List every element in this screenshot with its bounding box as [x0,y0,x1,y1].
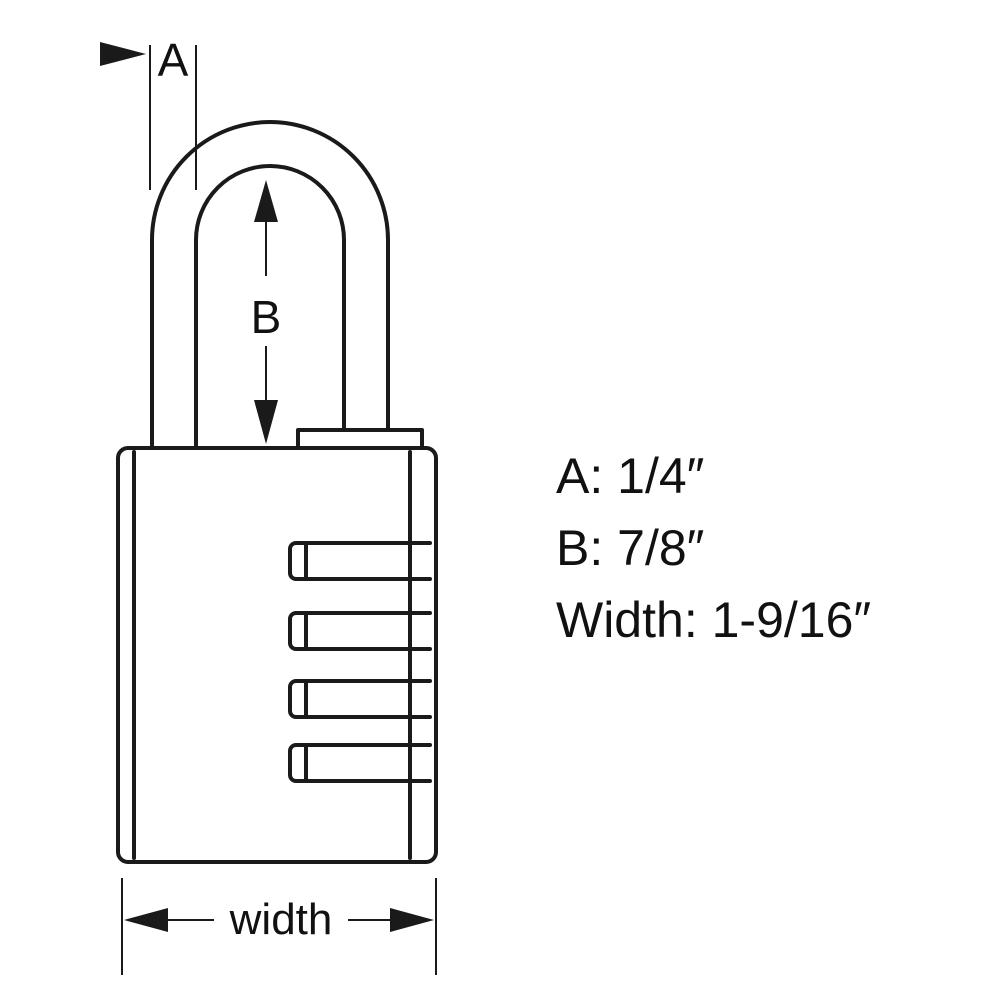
spec-a-value: 1/4″ [617,448,705,504]
label-a: A [158,34,189,86]
shackle [150,120,390,448]
arrow-right-icon [390,908,434,932]
lock-body [116,446,438,864]
arrow-left-icon [124,908,168,932]
shackle-collar [296,428,424,448]
dimension-a: A [100,34,197,190]
arrow-right-icon [100,42,146,66]
specifications: A: 1/4″ B: 7/8″ Width: 1-9/16″ [556,440,976,656]
dial-4 [288,743,432,783]
dimension-width: width [121,878,437,975]
label-width: width [229,895,333,944]
spec-width-value: 1-9/16″ [711,592,872,648]
dial-2 [288,611,432,651]
combination-dials [288,541,432,783]
label-b: B [251,291,282,343]
arrow-down-icon [254,400,278,444]
spec-width-key: Width [556,592,684,648]
spec-width: Width: 1-9/16″ [556,592,872,648]
spec-b-value: 7/8″ [617,520,705,576]
spec-a: A: 1/4″ [556,448,705,504]
arrow-up-icon [254,180,278,222]
dimension-b: B [251,180,282,444]
spec-a-key: A [556,448,590,504]
spec-b: B: 7/8″ [556,520,705,576]
spec-b-key: B [556,520,590,576]
dial-1 [288,541,432,581]
dial-3 [288,679,432,719]
